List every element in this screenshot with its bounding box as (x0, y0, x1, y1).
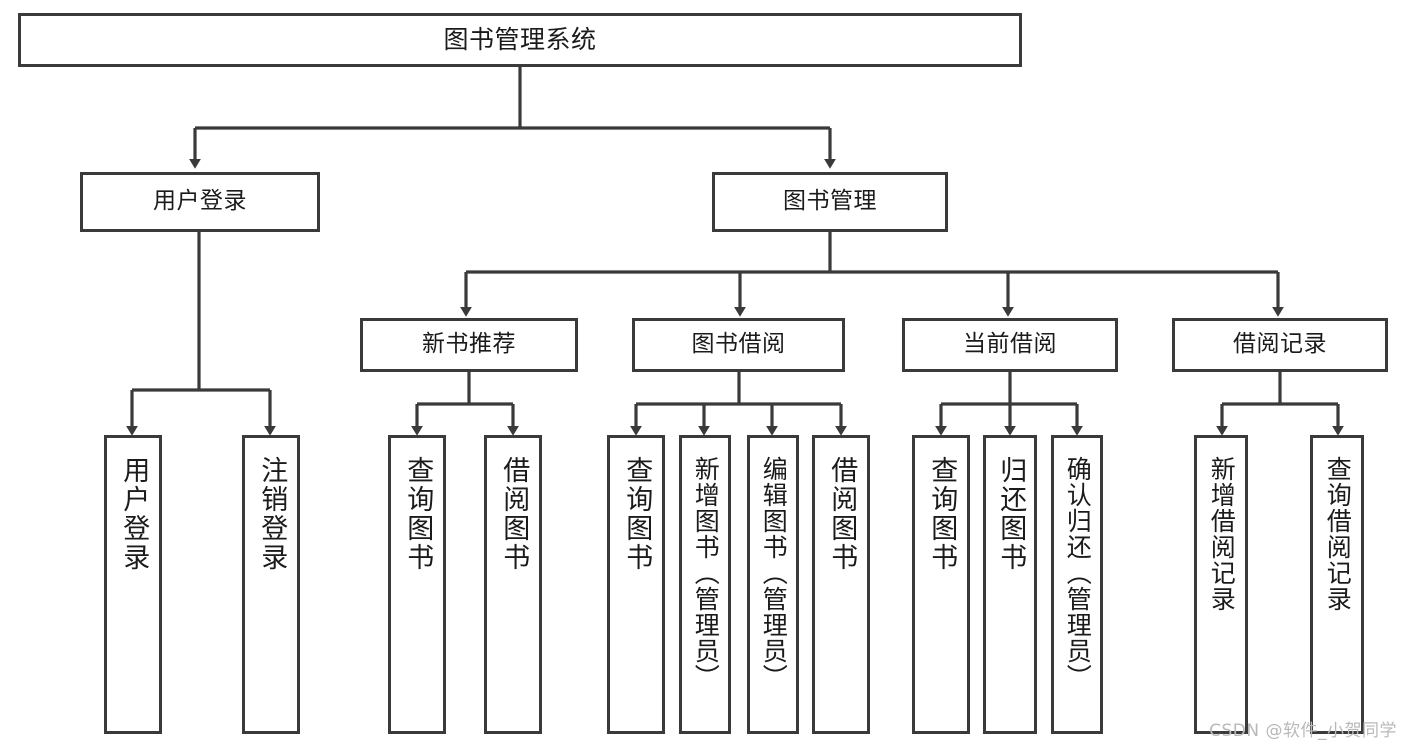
node-label: 查询图书 (926, 456, 958, 572)
node-user-login[interactable]: 用户登录 (80, 172, 320, 232)
leaf-borrow-book[interactable]: 借阅图书 (812, 435, 870, 734)
leaf-logout[interactable]: 注销登录 (242, 435, 300, 734)
node-label: 用户登录 (118, 456, 150, 572)
node-root-system[interactable]: 图书管理系统 (18, 13, 1022, 67)
leaf-query-book-current[interactable]: 查询图书 (912, 435, 970, 734)
node-label: 新增借阅记录 (1207, 456, 1237, 612)
node-borrow-record[interactable]: 借阅记录 (1172, 318, 1388, 372)
node-label: 查询借阅记录 (1323, 456, 1353, 612)
node-book-borrow[interactable]: 图书借阅 (632, 318, 845, 372)
node-current-borrow[interactable]: 当前借阅 (902, 318, 1118, 372)
node-book-management[interactable]: 图书管理 (712, 172, 948, 232)
leaf-return-book[interactable]: 归还图书 (983, 435, 1037, 734)
node-label: 图书借阅 (691, 331, 786, 358)
node-label: 新增图书（管理员） (691, 456, 721, 690)
node-label: 确认归还（管理员） (1063, 456, 1093, 690)
node-label: 查询图书 (402, 456, 434, 572)
node-label: 编辑图书（管理员） (759, 456, 789, 690)
leaf-borrow-book-recommend[interactable]: 借阅图书 (484, 435, 542, 734)
node-label: 归还图书 (995, 456, 1027, 572)
leaf-query-book-recommend[interactable]: 查询图书 (388, 435, 446, 734)
node-label: 当前借阅 (963, 331, 1057, 358)
node-label: 新书推荐 (422, 331, 516, 358)
node-label: 借阅图书 (498, 456, 530, 572)
watermark-text: CSDN @软件_小贺同学 (1209, 721, 1397, 741)
node-label: 借阅记录 (1233, 331, 1327, 358)
leaf-add-book-admin[interactable]: 新增图书（管理员） (679, 435, 731, 734)
node-label: 图书管理系统 (443, 25, 597, 55)
node-new-book-recommend[interactable]: 新书推荐 (360, 318, 578, 372)
node-label: 注销登录 (256, 456, 288, 572)
leaf-confirm-return-admin[interactable]: 确认归还（管理员） (1051, 435, 1103, 734)
node-label: 借阅图书 (826, 456, 858, 572)
node-label: 图书管理 (783, 188, 877, 215)
node-label: 用户登录 (153, 188, 247, 215)
leaf-query-borrow-record[interactable]: 查询借阅记录 (1310, 435, 1364, 734)
leaf-add-borrow-record[interactable]: 新增借阅记录 (1194, 435, 1248, 734)
leaf-query-book-borrow[interactable]: 查询图书 (607, 435, 665, 734)
leaf-user-login[interactable]: 用户登录 (104, 435, 162, 734)
node-label: 查询图书 (621, 456, 653, 572)
leaf-edit-book-admin[interactable]: 编辑图书（管理员） (747, 435, 799, 734)
